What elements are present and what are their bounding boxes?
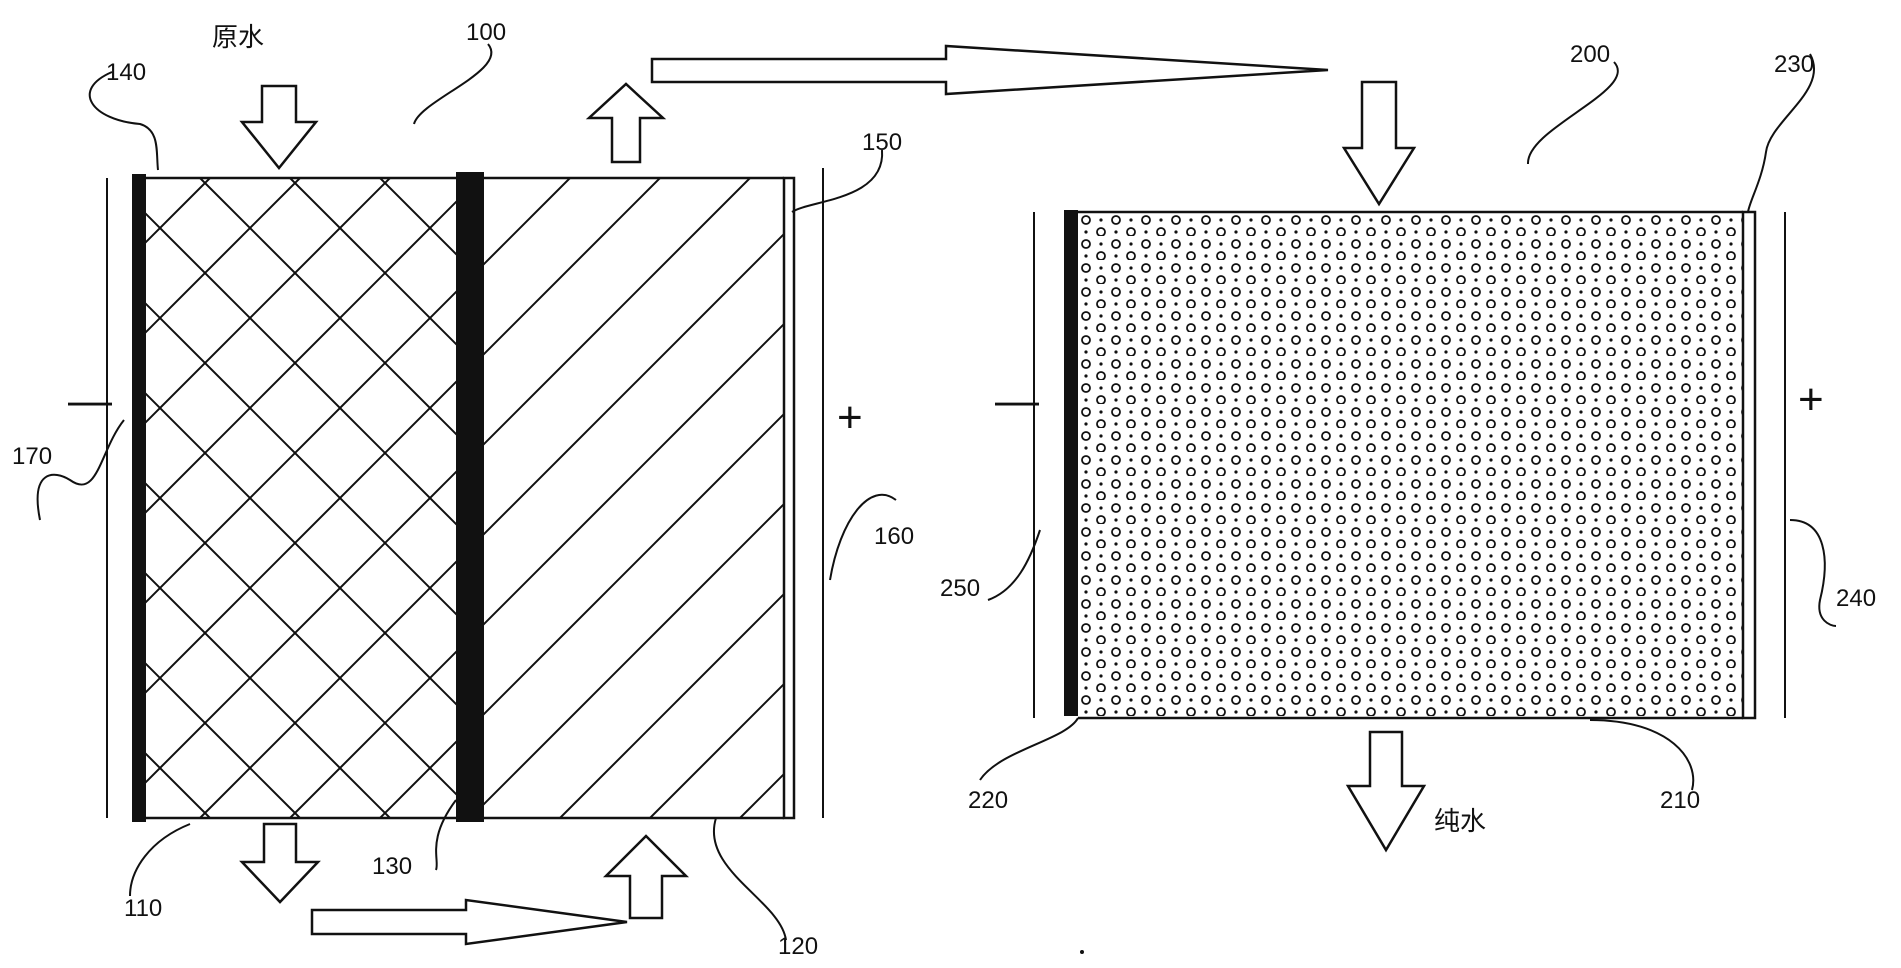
leader-130: [435, 799, 457, 871]
label-160: 160: [874, 523, 914, 550]
chamber-110: [140, 176, 458, 820]
bottom-right-arrow: [310, 898, 628, 946]
label-170: 170: [12, 443, 52, 470]
bar-140: [132, 174, 146, 822]
label-240: 240: [1836, 585, 1876, 612]
label-pure-water: 纯水: [1434, 807, 1486, 837]
leader-100: [413, 43, 493, 125]
sign-minus-right: —: [995, 376, 1039, 425]
raw-water-inlet-arrow: [239, 84, 319, 170]
leader-120: [712, 817, 787, 941]
leader-170: [36, 419, 125, 521]
leader-140: [88, 71, 159, 171]
inlet-down-arrow: [1341, 80, 1417, 207]
outlet-up-arrow: [585, 82, 667, 164]
label-150: 150: [862, 129, 902, 156]
label-220: 220: [968, 787, 1008, 814]
sign-plus-left: +: [837, 393, 863, 442]
bottom-up-arrow: [602, 834, 690, 920]
label-250: 250: [940, 575, 980, 602]
device-100: [106, 44, 1329, 946]
leader-200: [1526, 61, 1619, 165]
leader-160: [829, 493, 897, 581]
leader-250: [987, 529, 1041, 601]
leader-110: [129, 823, 191, 897]
label-200: 200: [1570, 41, 1610, 68]
bottom-down-arrow: [239, 822, 321, 904]
bar-130: [456, 172, 484, 822]
leader-240: [1789, 519, 1837, 627]
leader-230: [1747, 53, 1815, 213]
device-200: [1033, 80, 1786, 853]
membrane-230: [1741, 210, 1757, 720]
chamber-120: [482, 176, 784, 820]
leader-150: [791, 149, 884, 213]
chamber-210: [1078, 210, 1743, 720]
membrane-150: [782, 176, 796, 820]
label-210: 210: [1660, 787, 1700, 814]
stray-dot: [1080, 950, 1084, 954]
bar-220: [1064, 210, 1078, 716]
label-130: 130: [372, 853, 412, 880]
transfer-right-arrow: [650, 44, 1329, 96]
label-120: 120: [778, 933, 818, 960]
sign-minus-left: —: [68, 376, 112, 425]
sign-plus-right: +: [1798, 375, 1824, 424]
leader-lines: [36, 43, 1837, 941]
leader-220: [979, 717, 1079, 781]
label-140: 140: [106, 59, 146, 86]
leader-210: [1589, 719, 1695, 791]
label-100: 100: [466, 19, 506, 46]
labels: 原水 纯水 — + — + 100 140 150 170 160 110 13…: [12, 19, 1876, 960]
pure-water-outlet-arrow: [1345, 730, 1427, 853]
label-230: 230: [1774, 51, 1814, 78]
label-110: 110: [124, 895, 162, 922]
label-raw-water: 原水: [212, 23, 264, 53]
